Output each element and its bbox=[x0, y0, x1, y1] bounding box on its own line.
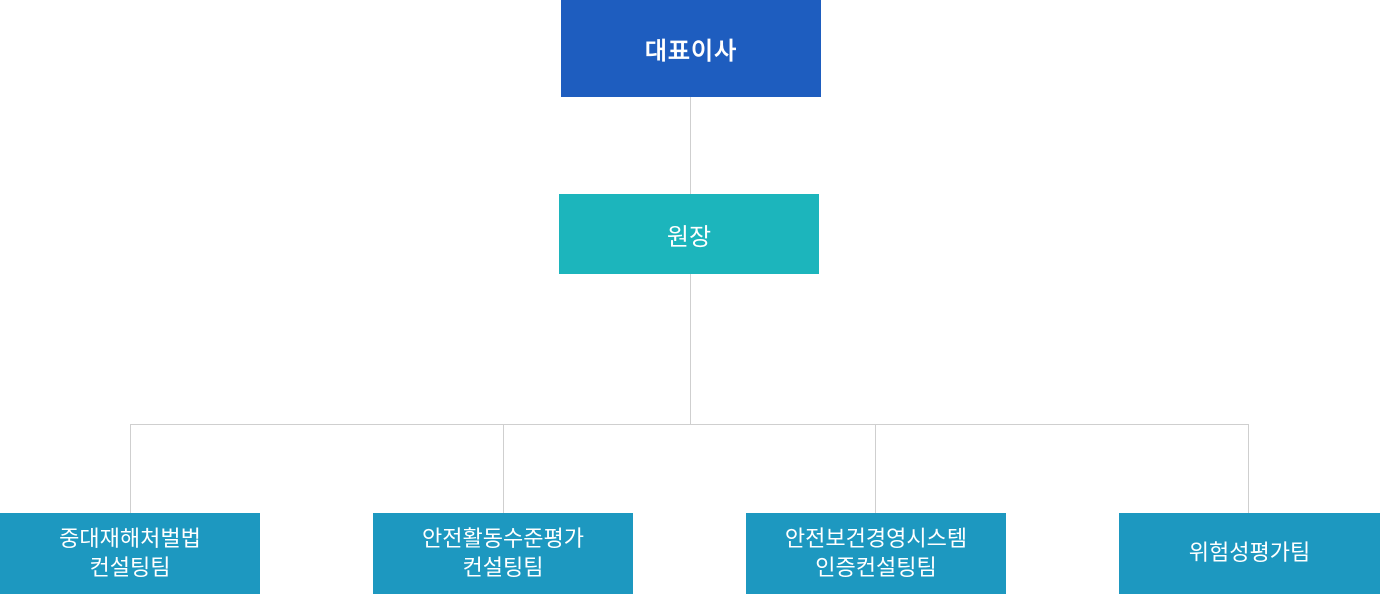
team-label-line2: 컨설팅팀 bbox=[462, 555, 544, 581]
connector-horizontal-bus bbox=[130, 424, 1249, 425]
director-label: 원장 bbox=[666, 222, 712, 251]
team-label-line2: 인증컨설팅팀 bbox=[815, 555, 937, 581]
ceo-label: 대표이사 bbox=[644, 37, 738, 65]
connector-team-3 bbox=[875, 424, 876, 513]
team-box-serious-accident: 중대재해처벌법 컨설팅팀 bbox=[0, 513, 260, 594]
director-box: 원장 bbox=[559, 194, 819, 274]
connector-team-1 bbox=[130, 424, 131, 513]
team-label-line1: 위험성평가팀 bbox=[1188, 541, 1311, 566]
team-label-line1: 중대재해처벌법 bbox=[59, 526, 201, 552]
connector-team-4 bbox=[1248, 424, 1249, 513]
team-box-risk-assessment: 위험성평가팀 bbox=[1119, 513, 1380, 594]
team-label-line2: 컨설팅팀 bbox=[89, 555, 171, 581]
connector-director-bus bbox=[690, 274, 691, 425]
team-label-line1: 안전보건경영시스템 bbox=[784, 526, 968, 552]
team-label-line1: 안전활동수준평가 bbox=[422, 526, 584, 552]
connector-ceo-director bbox=[690, 97, 691, 194]
ceo-box: 대표이사 bbox=[561, 0, 821, 97]
team-box-safety-health-system: 안전보건경영시스템 인증컨설팅팀 bbox=[746, 513, 1006, 594]
connector-team-2 bbox=[503, 424, 504, 513]
team-box-safety-activity: 안전활동수준평가 컨설팅팀 bbox=[373, 513, 633, 594]
